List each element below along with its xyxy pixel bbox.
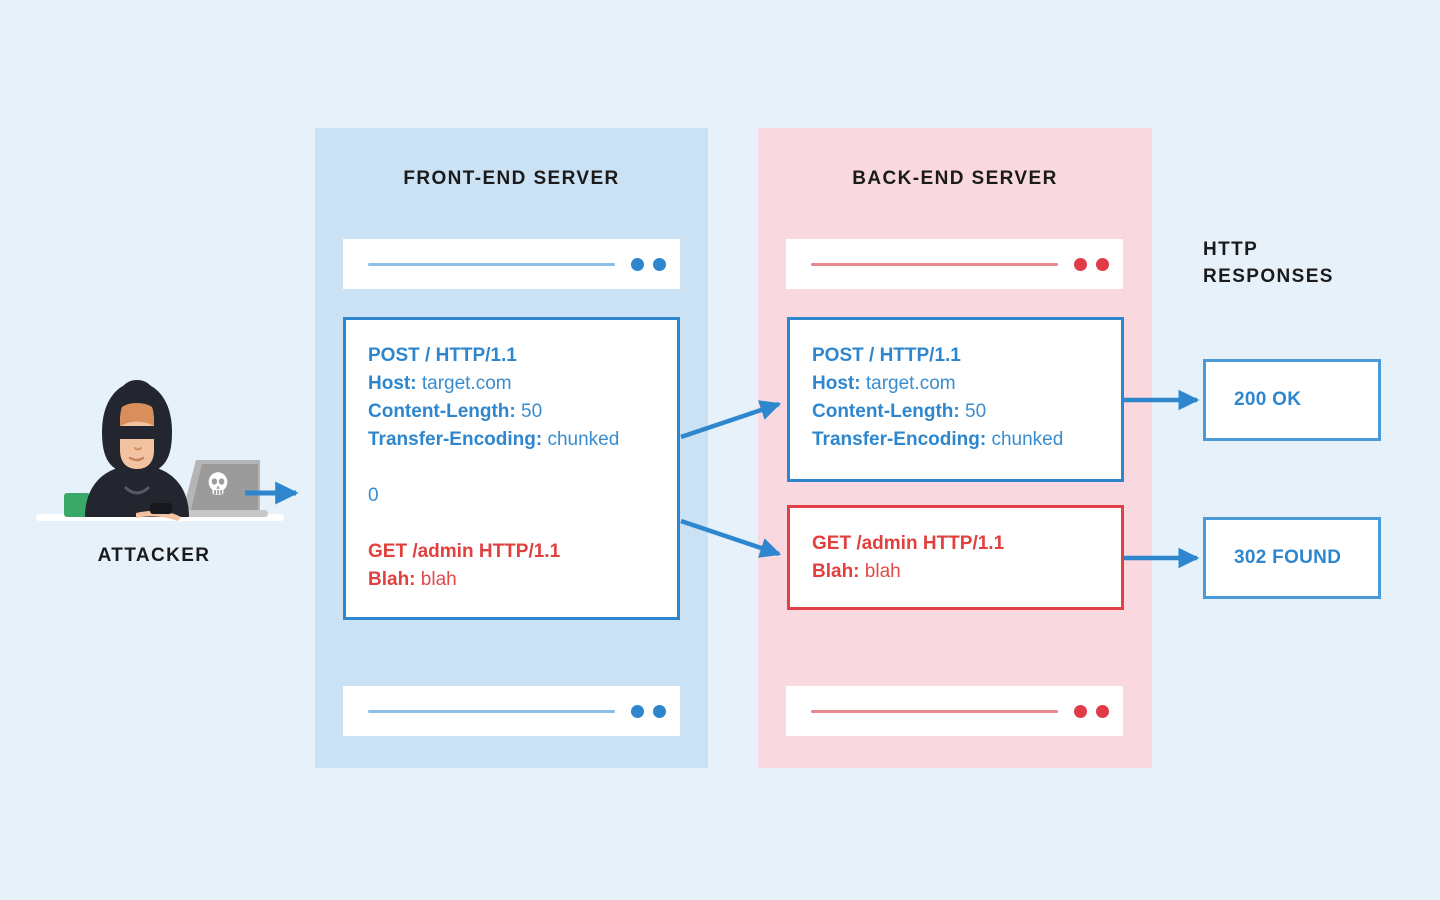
toolbar-dot-two (653, 705, 666, 718)
attacker-head (102, 380, 172, 474)
frontend-request-box: POST / HTTP/1.1 Host: target.com Content… (343, 317, 680, 620)
toolbar-dot-one (631, 705, 644, 718)
request-blank-line (368, 510, 665, 538)
attacker-label: ATTACKER (97, 545, 211, 566)
response-302-found-label: 302 FOUND (1234, 547, 1342, 568)
smuggled-request-line: GET /admin HTTP/1.1 (812, 533, 1005, 554)
frontend-panel-title: FRONT-END SERVER (403, 168, 620, 189)
response-200-ok-label: 200 OK (1234, 389, 1302, 410)
frontend-toolbar-bottom (343, 686, 680, 736)
response-302-found-box: 302 FOUND (1203, 517, 1381, 599)
backend-smuggled-lines: GET /admin HTTP/1.1 Blah: blah (812, 530, 1109, 586)
attacker-illustration (30, 370, 310, 590)
backend-toolbar-top (786, 239, 1123, 289)
request-line: Host: target.com (368, 373, 512, 394)
request-line: Transfer-Encoding: chunked (368, 429, 620, 450)
backend-request-lines: POST / HTTP/1.1 Host: target.com Content… (812, 342, 1109, 454)
http-responses-title-line2: RESPONSES (1203, 266, 1334, 287)
smuggled-request-line: Blah: blah (812, 561, 901, 582)
attacker-body (85, 465, 189, 521)
backend-request-box: POST / HTTP/1.1 Host: target.com Content… (787, 317, 1124, 482)
toolbar-dot-two (653, 258, 666, 271)
backend-smuggled-request-box: GET /admin HTTP/1.1 Blah: blah (787, 505, 1124, 610)
request-chunk-terminator: 0 (368, 485, 379, 506)
smuggled-request-line: Blah: blah (368, 569, 457, 590)
skull-icon (208, 472, 228, 495)
backend-toolbar-bottom (786, 686, 1123, 736)
toolbar-dot-one (631, 258, 644, 271)
toolbar-dot-two (1096, 705, 1109, 718)
toolbar-dot-one (1074, 705, 1087, 718)
http-responses-title-line1: HTTP (1203, 239, 1259, 260)
request-blank-line (368, 454, 665, 482)
frontend-toolbar-top (343, 239, 680, 289)
frontend-request-lines: POST / HTTP/1.1 Host: target.com Content… (368, 342, 665, 594)
smuggled-request-line: GET /admin HTTP/1.1 (368, 541, 561, 562)
toolbar-line (368, 710, 615, 713)
response-200-ok-box: 200 OK (1203, 359, 1381, 441)
toolbar-dot-one (1074, 258, 1087, 271)
request-line: Content-Length: 50 (368, 401, 543, 422)
laptop-icon (176, 460, 268, 517)
request-line: POST / HTTP/1.1 (812, 345, 961, 366)
request-line: Host: target.com (812, 373, 956, 394)
http-responses-title: HTTP RESPONSES (1203, 236, 1334, 290)
request-line: Content-Length: 50 (812, 401, 987, 422)
attacker-figure-svg (36, 380, 284, 521)
request-line: POST / HTTP/1.1 (368, 345, 517, 366)
backend-panel-title: BACK-END SERVER (852, 168, 1058, 189)
toolbar-line (811, 263, 1058, 266)
toolbar-line (811, 710, 1058, 713)
request-line: Transfer-Encoding: chunked (812, 429, 1064, 450)
toolbar-line (368, 263, 615, 266)
toolbar-dot-two (1096, 258, 1109, 271)
